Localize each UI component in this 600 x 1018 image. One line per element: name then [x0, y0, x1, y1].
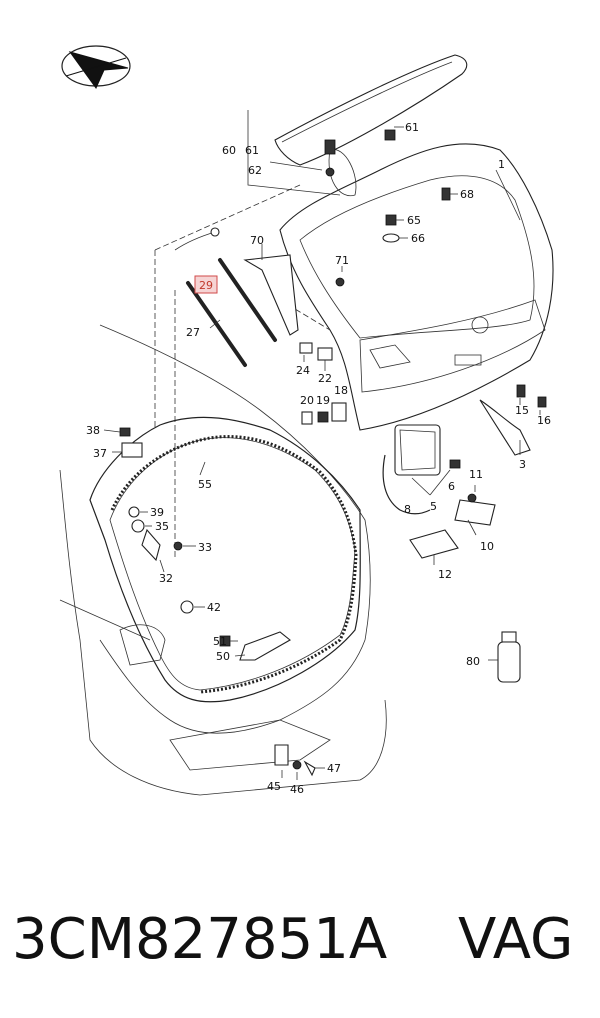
- orientation-arrow-icon: [61, 45, 131, 89]
- callout-29-highlight: [194, 275, 218, 294]
- exploded-parts-diagram: 60 61 62 61 1 68 65 66 70 71 29 27 24 22…: [59, 45, 554, 796]
- callout-47: 47: [327, 762, 341, 775]
- callout-61-right: 61: [405, 121, 419, 134]
- callout-70: 70: [250, 234, 264, 247]
- callout-37: 37: [93, 447, 107, 460]
- callout-3: 3: [519, 458, 526, 471]
- sealant-bottle-icon: [497, 631, 521, 683]
- callout-18: 18: [334, 384, 348, 397]
- vehicle-rear-outline: [59, 324, 387, 796]
- trim-strip: [243, 254, 299, 336]
- callout-42: 42: [207, 601, 221, 614]
- callout-32: 32: [159, 572, 173, 585]
- callout-46: 46: [290, 783, 304, 796]
- callout-55: 55: [198, 478, 212, 491]
- callout-5: 5: [430, 500, 437, 513]
- callout-71: 71: [335, 254, 349, 267]
- callout-8: 8: [404, 503, 411, 516]
- callout-10: 10: [480, 540, 494, 553]
- gas-strut: [174, 227, 277, 367]
- caption-bar: 3CM827851A VAG: [0, 890, 600, 990]
- callout-20: 20: [300, 394, 314, 407]
- callout-12: 12: [438, 568, 452, 581]
- callout-24: 24: [296, 364, 310, 377]
- callout-51: 51: [213, 635, 227, 648]
- callout-65: 65: [407, 214, 421, 227]
- brand-label: VAG: [458, 907, 574, 972]
- callout-38: 38: [86, 424, 100, 437]
- leader-lines: [103, 126, 541, 780]
- callout-60: 60: [222, 144, 236, 157]
- callout-11: 11: [469, 468, 483, 481]
- callout-16: 16: [537, 414, 551, 427]
- callout-62: 62: [248, 164, 262, 177]
- tailgate-panel: [279, 143, 554, 431]
- rear-spoiler: [274, 54, 468, 166]
- callout-labels: 60 61 62 61 1 68 65 66 70 71 29 27 24 22…: [86, 121, 551, 796]
- hardware-parts: [119, 129, 547, 777]
- callout-35: 35: [155, 520, 169, 533]
- callout-22: 22: [318, 372, 332, 385]
- callout-19: 19: [316, 394, 330, 407]
- callout-33: 33: [198, 541, 212, 554]
- callout-15: 15: [515, 404, 529, 417]
- callout-80: 80: [466, 655, 480, 668]
- callout-29: 29: [199, 279, 213, 292]
- callout-45: 45: [267, 780, 281, 793]
- callout-66: 66: [411, 232, 425, 245]
- callout-39: 39: [150, 506, 164, 519]
- callout-1: 1: [498, 158, 505, 171]
- callout-50: 50: [216, 650, 230, 663]
- callout-61-left: 61: [245, 144, 259, 157]
- callout-6: 6: [448, 480, 455, 493]
- part-number: 3CM827851A: [12, 907, 388, 972]
- callout-68: 68: [460, 188, 474, 201]
- callout-27: 27: [186, 326, 200, 339]
